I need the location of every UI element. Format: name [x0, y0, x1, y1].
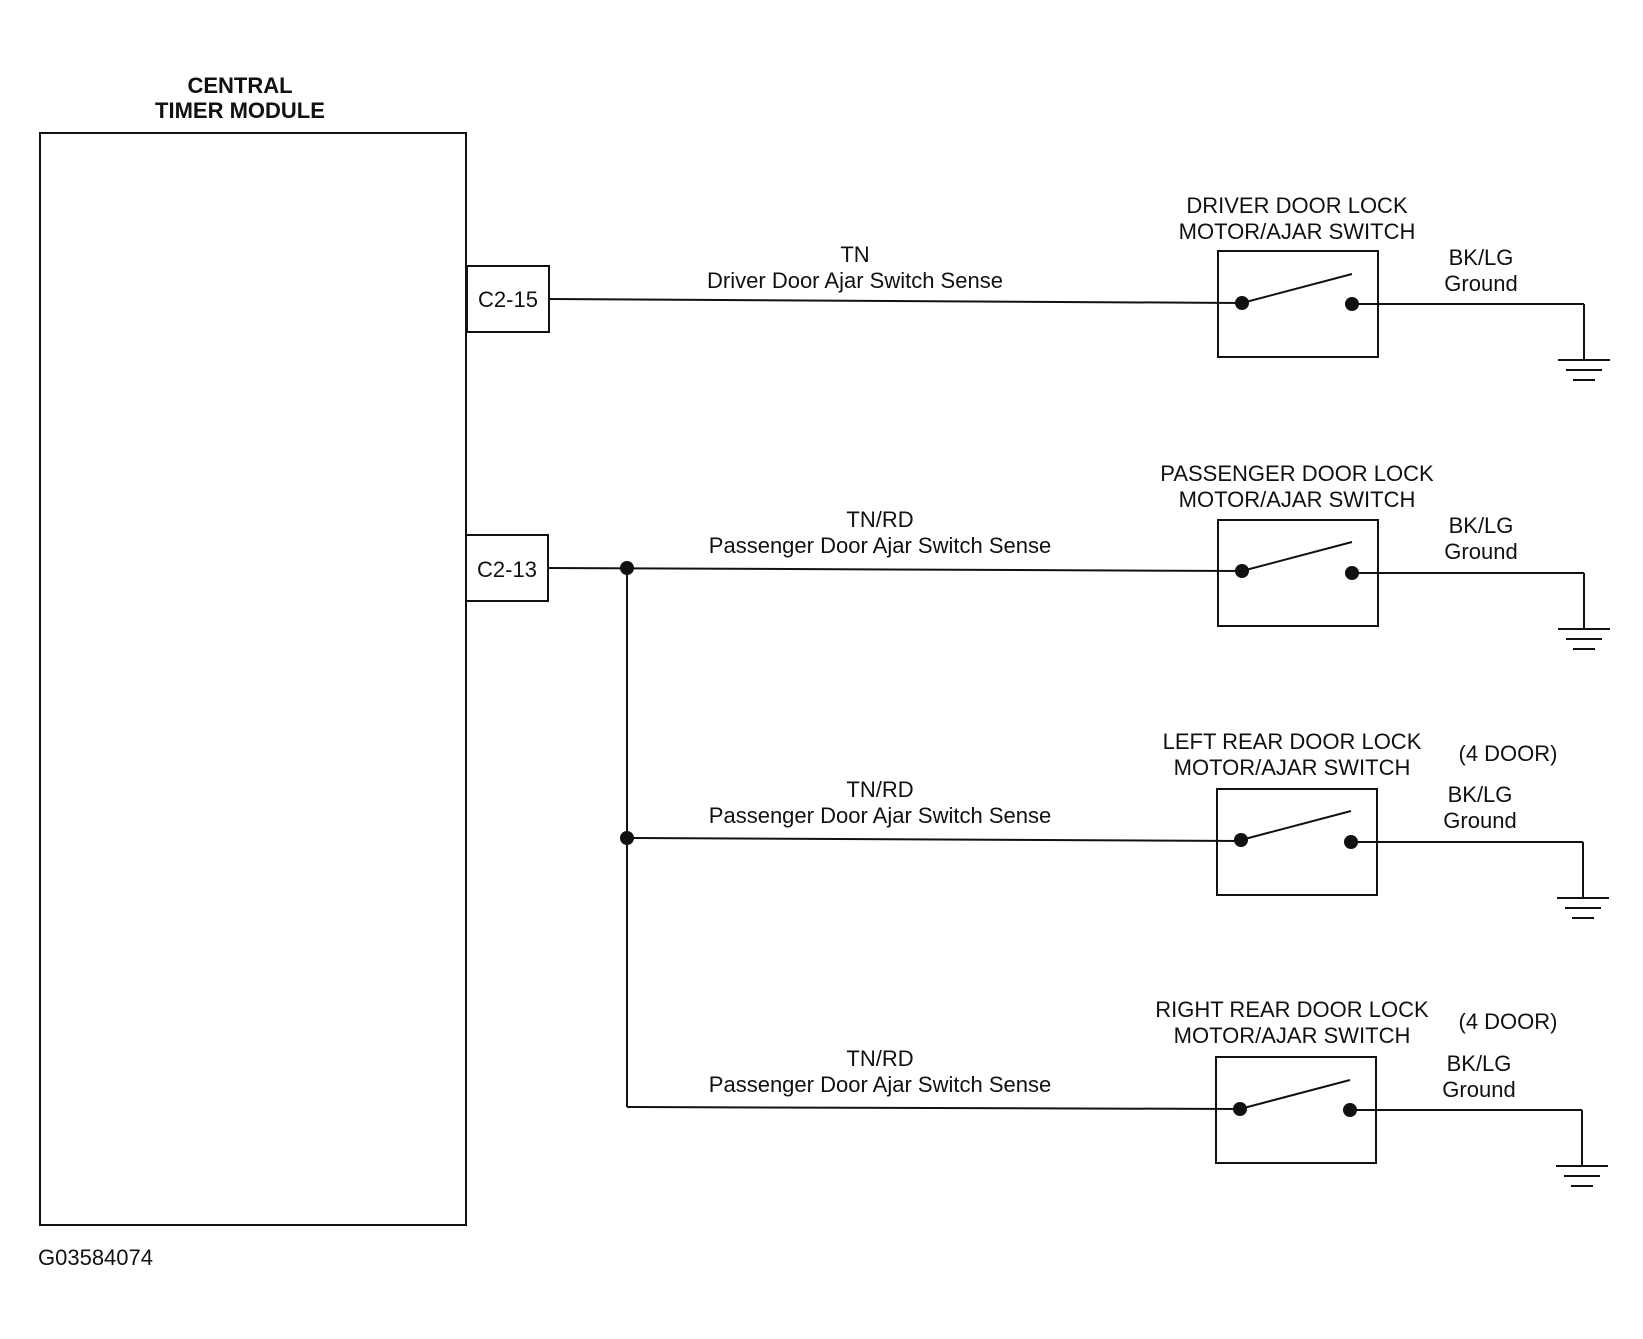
wire-color-right-rear: TN/RD: [846, 1046, 913, 1071]
ground-label-driver: Ground: [1444, 271, 1517, 296]
central-timer-module: CENTRAL TIMER MODULE: [39, 73, 467, 1226]
wire-color-driver: TN: [840, 242, 869, 267]
ground-color-passenger: BK/LG: [1449, 513, 1514, 538]
wire-color-passenger: TN/RD: [846, 507, 913, 532]
wire-label-passenger: TN/RD Passenger Door Ajar Switch Sense: [709, 507, 1051, 558]
switch-right-rear-title-2: MOTOR/AJAR SWITCH: [1174, 1023, 1411, 1048]
switch-driver-title-2: MOTOR/AJAR SWITCH: [1179, 219, 1416, 244]
wire-label-right-rear: TN/RD Passenger Door Ajar Switch Sense: [709, 1046, 1051, 1097]
connector-c2-15: C2-15: [466, 265, 550, 333]
switch-right-rear-title-1: RIGHT REAR DOOR LOCK: [1155, 997, 1429, 1022]
ground-label-passenger: Ground: [1444, 539, 1517, 564]
ground-label-right-rear: Ground: [1442, 1077, 1515, 1102]
switch-right-rear-blade: [1239, 1079, 1351, 1110]
wire-driver-sense: [548, 298, 1242, 304]
switch-passenger-blade: [1241, 541, 1353, 572]
wire-desc-driver: Driver Door Ajar Switch Sense: [707, 268, 1003, 293]
ground-color-right-rear: BK/LG: [1447, 1051, 1512, 1076]
switch-right-rear: RIGHT REAR DOOR LOCK MOTOR/AJAR SWITCH (…: [1155, 997, 1608, 1187]
switch-driver-blade: [1241, 273, 1353, 304]
wire-color-left-rear: TN/RD: [846, 777, 913, 802]
wire-passenger-sense: [547, 567, 1242, 572]
module-title-line2: TIMER MODULE: [155, 98, 325, 123]
splice-dot-2: [620, 831, 634, 845]
connector-c2-13-label: C2-13: [477, 557, 537, 582]
connector-c2-15-label: C2-15: [478, 287, 538, 312]
module-title-line1: CENTRAL: [187, 73, 292, 98]
switch-driver-title-1: DRIVER DOOR LOCK: [1186, 193, 1408, 218]
connector-c2-13: C2-13: [465, 534, 549, 602]
switch-passenger-title-2: MOTOR/AJAR SWITCH: [1179, 487, 1416, 512]
ground-color-driver: BK/LG: [1449, 245, 1514, 270]
note-left-rear: (4 DOOR): [1459, 741, 1558, 766]
wire-desc-passenger: Passenger Door Ajar Switch Sense: [709, 533, 1051, 558]
splice-dot-1: [620, 561, 634, 575]
figure-id: G03584074: [38, 1245, 153, 1270]
switch-passenger: PASSENGER DOOR LOCK MOTOR/AJAR SWITCH BK…: [1160, 461, 1610, 650]
switch-driver: DRIVER DOOR LOCK MOTOR/AJAR SWITCH BK/LG…: [1179, 193, 1610, 381]
switch-left-rear-blade: [1240, 810, 1352, 841]
ground-color-left-rear: BK/LG: [1448, 782, 1513, 807]
switch-left-rear: LEFT REAR DOOR LOCK MOTOR/AJAR SWITCH (4…: [1163, 729, 1609, 919]
ground-symbol: [1557, 897, 1609, 919]
ground-label-left-rear: Ground: [1443, 808, 1516, 833]
switch-passenger-title-1: PASSENGER DOOR LOCK: [1160, 461, 1434, 486]
module-box: [39, 132, 467, 1226]
wire-desc-left-rear: Passenger Door Ajar Switch Sense: [709, 803, 1051, 828]
switch-left-rear-title-2: MOTOR/AJAR SWITCH: [1174, 755, 1411, 780]
wire-label-driver: TN Driver Door Ajar Switch Sense: [707, 242, 1003, 293]
wire-right-rear-sense: [626, 1106, 1240, 1110]
ground-symbol: [1556, 1165, 1608, 1187]
wire-label-left-rear: TN/RD Passenger Door Ajar Switch Sense: [709, 777, 1051, 828]
note-right-rear: (4 DOOR): [1459, 1009, 1558, 1034]
ground-symbol: [1558, 628, 1610, 650]
wire-desc-right-rear: Passenger Door Ajar Switch Sense: [709, 1072, 1051, 1097]
switch-left-rear-title-1: LEFT REAR DOOR LOCK: [1163, 729, 1422, 754]
wire-left-rear-sense: [626, 837, 1241, 842]
ground-symbol: [1558, 359, 1610, 381]
